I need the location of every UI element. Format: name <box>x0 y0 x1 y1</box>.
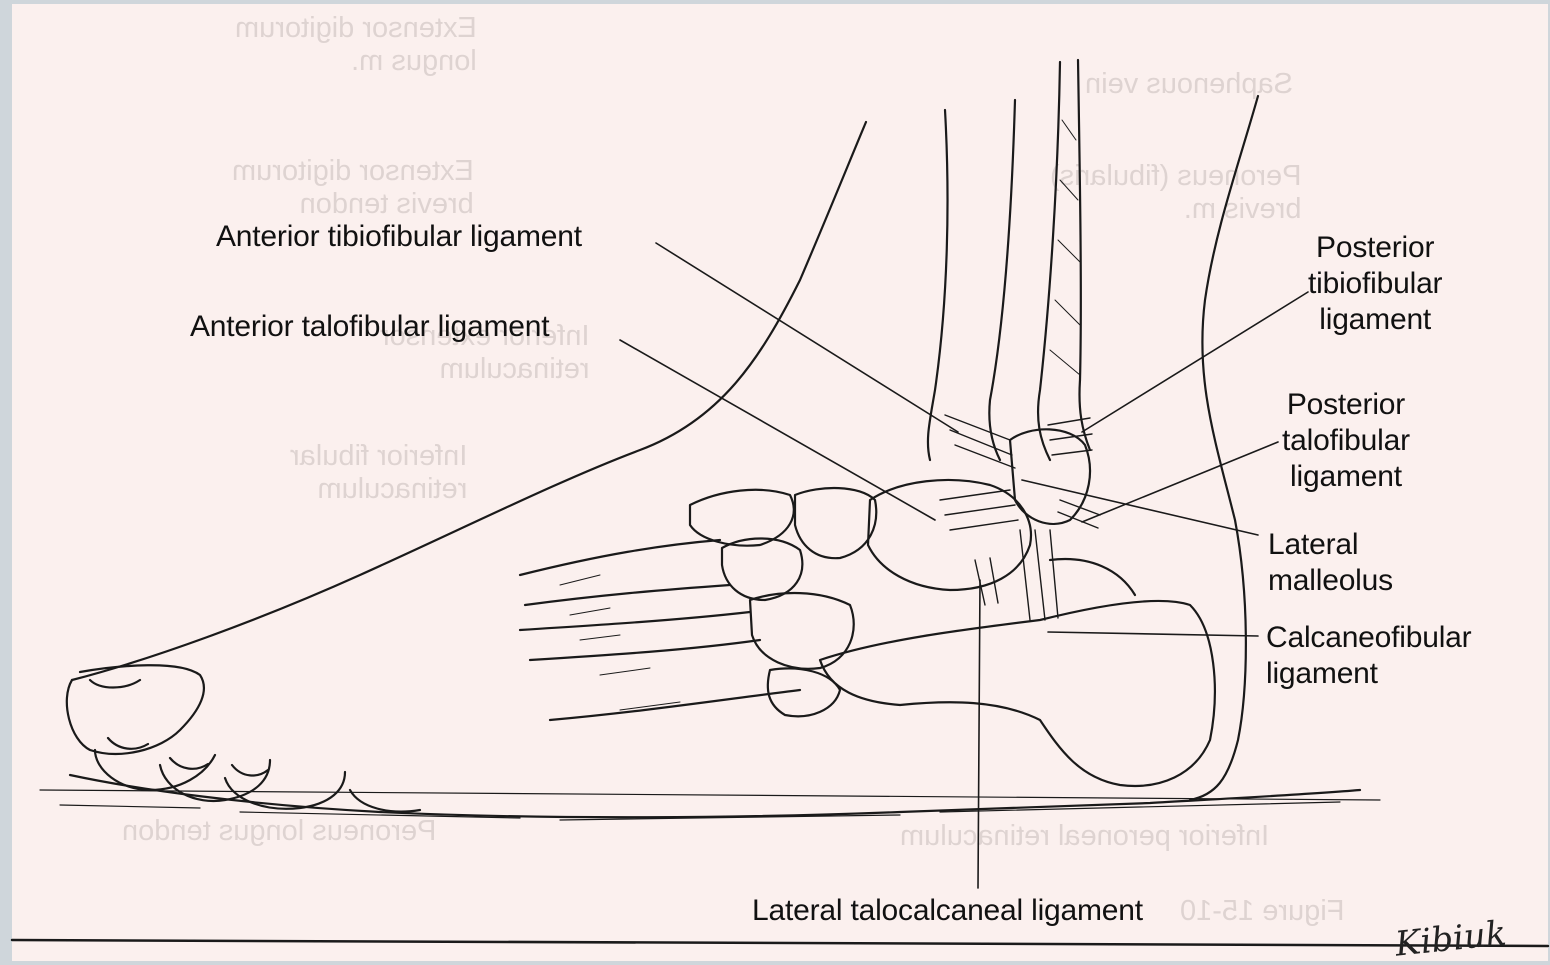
bottom-rule <box>12 940 1548 946</box>
toenail <box>90 680 140 688</box>
posterior-talofibular-band <box>1058 500 1100 528</box>
label-lateral-malleolus: Lateral malleolus <box>1268 527 1393 599</box>
cuneiform <box>722 538 802 600</box>
fibula-posterior <box>1078 60 1090 450</box>
cuneiform <box>690 490 794 546</box>
metatarsal-4 <box>530 640 760 660</box>
toe-three <box>160 760 270 801</box>
calcaneus <box>820 601 1215 786</box>
metatarsal-1 <box>520 540 720 575</box>
talocalcaneal-band <box>975 558 998 605</box>
cuboid <box>750 593 854 669</box>
leader-posterior-tibiofibular <box>1082 292 1308 432</box>
fibula-anterior <box>1038 62 1060 460</box>
leader-lateral-talocalcaneal <box>978 580 980 888</box>
label-anterior-talofibular-ligament: Anterior talofibular ligament <box>190 309 549 345</box>
label-calcaneofibular-ligament: Calcaneofibular ligament <box>1266 620 1471 692</box>
big-toe <box>67 665 204 754</box>
calcaneofibular-band <box>1020 530 1058 620</box>
navicular <box>795 488 876 558</box>
metatarsal-3 <box>520 612 750 630</box>
tibia-anterior <box>928 110 948 460</box>
metatarsal-5 <box>550 690 800 720</box>
fibula-hatching <box>1050 120 1080 375</box>
leader-anterior-talofibular <box>620 340 935 520</box>
tibia-posterior <box>989 100 1015 460</box>
anterior-talofibular-band <box>940 490 1018 530</box>
leader-lateral-malleolus <box>1022 480 1258 535</box>
calcaneus-contour <box>1050 559 1135 595</box>
toenail <box>170 758 208 769</box>
toenail <box>108 738 148 749</box>
toenail <box>232 765 268 775</box>
metatarsal-2 <box>525 585 730 605</box>
anterior-tibiofibular-band <box>945 415 1015 468</box>
ground-hatch <box>40 790 1380 820</box>
leader-anterior-tibiofibular <box>656 243 958 432</box>
label-posterior-tibiofibular-ligament: Posterior tibiofibular ligament <box>1308 230 1442 338</box>
leader-posterior-talofibular <box>1082 442 1278 522</box>
label-anterior-tibiofibular-ligament: Anterior tibiofibular ligament <box>216 219 582 255</box>
lateral-malleolus <box>1010 429 1090 524</box>
label-posterior-talofibular-ligament: Posterior talofibular ligament <box>1282 387 1410 495</box>
label-lateral-talocalcaneal-ligament: Lateral talocalcaneal ligament <box>752 893 1143 929</box>
toe-four <box>225 772 345 809</box>
posterior-leg-outline <box>1190 96 1258 800</box>
leader-calcaneofibular <box>1048 632 1258 636</box>
